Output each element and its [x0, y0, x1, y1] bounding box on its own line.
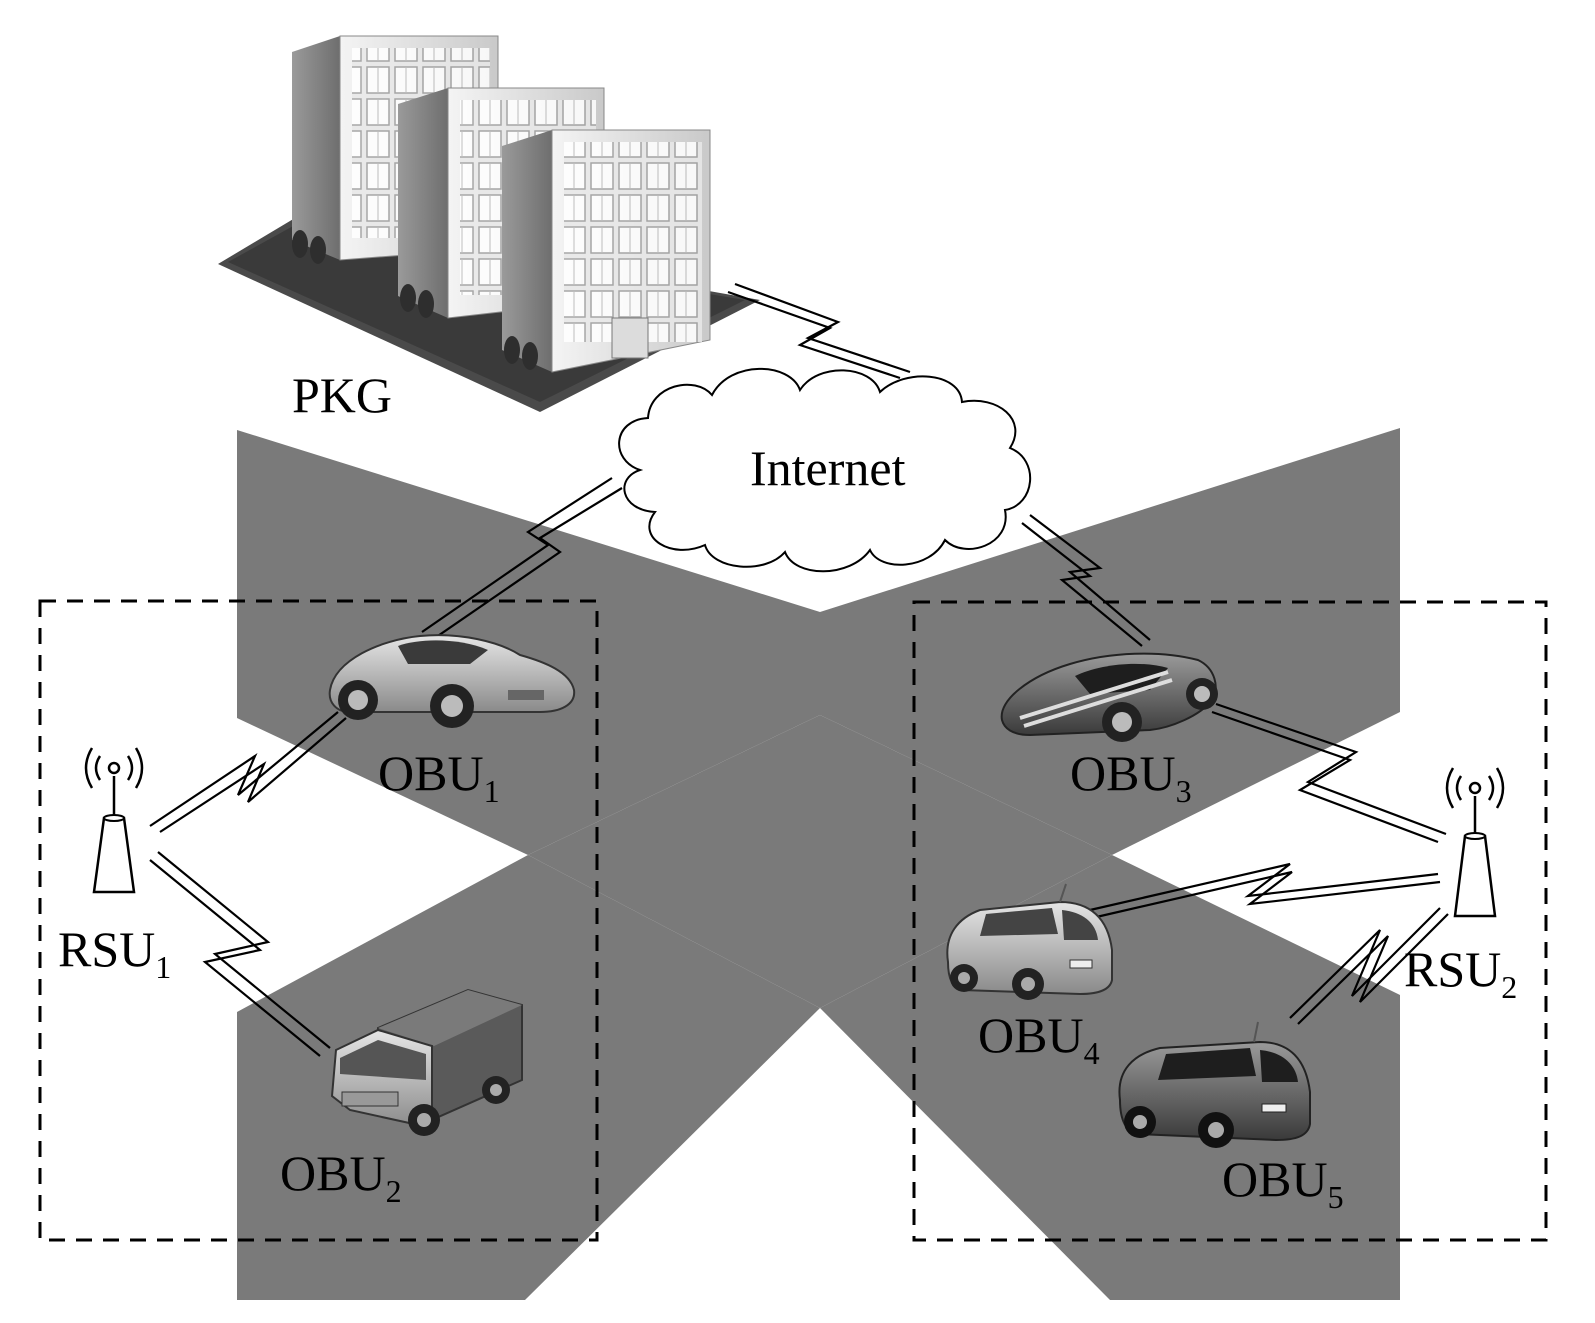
link-obu3-rsu2	[1211, 702, 1447, 844]
obu5-car-icon	[1118, 1021, 1311, 1148]
obu4-label: OBU4	[978, 1007, 1100, 1071]
obu1-label-base: OBU	[378, 745, 484, 801]
rsu2-label-sub: 2	[1501, 969, 1517, 1005]
road-left-upper	[237, 430, 820, 855]
obu4-label-base: OBU	[978, 1007, 1084, 1063]
obu3-label-base: OBU	[1070, 745, 1176, 801]
building-1-side	[292, 36, 340, 260]
obu3-label-sub: 3	[1176, 773, 1192, 809]
rsu1-antenna-icon	[84, 747, 144, 894]
internet-cloud	[618, 367, 1032, 573]
internet-label: Internet	[750, 440, 906, 496]
rsu1-label-sub: 1	[155, 949, 171, 985]
rsu2-antenna-icon	[1445, 767, 1505, 918]
rsu2-coverage-box	[912, 600, 1548, 1242]
obu4-car-icon	[946, 883, 1113, 1000]
obu5-label: OBU5	[1222, 1151, 1344, 1215]
obu4-label-sub: 4	[1084, 1035, 1100, 1071]
obu2-label: OBU2	[280, 1145, 402, 1209]
rsu1-coverage-box	[38, 599, 599, 1242]
rsu2-label-base: RSU	[1404, 941, 1501, 997]
building-3-side	[502, 130, 552, 372]
link-rsu1-obu1	[149, 711, 347, 833]
road-center	[528, 715, 1112, 1008]
obu3-label: OBU3	[1070, 745, 1192, 809]
road-right-upper	[820, 428, 1400, 855]
pkg-label: PKG	[292, 367, 392, 423]
link-pkg-internet	[727, 282, 911, 380]
wireless-links	[149, 282, 1449, 1057]
obu2-label-sub: 2	[386, 1173, 402, 1209]
obu1-label-sub: 1	[484, 773, 500, 809]
obu3-car-icon	[1000, 652, 1218, 742]
link-internet-obu1	[421, 477, 623, 641]
road-left-lower	[237, 855, 820, 1300]
obu5-label-sub: 5	[1328, 1179, 1344, 1215]
link-internet-obu3	[1021, 514, 1151, 647]
link-rsu1-obu2	[149, 851, 331, 1057]
obu5-label-base: OBU	[1222, 1151, 1328, 1207]
building-2-side	[398, 88, 448, 318]
obu1-label: OBU1	[378, 745, 500, 809]
obu2-label-base: OBU	[280, 1145, 386, 1201]
pkg-building-cluster	[218, 35, 760, 412]
link-rsu2-obu4	[1089, 862, 1441, 920]
rsu1-label-base: RSU	[58, 921, 155, 977]
rsu2-label: RSU2	[1404, 941, 1517, 1005]
link-rsu2-obu5	[1289, 907, 1449, 1025]
obu1-car-icon	[328, 634, 576, 728]
rsu1-label: RSU1	[58, 921, 171, 985]
obu2-truck-icon	[330, 988, 523, 1136]
